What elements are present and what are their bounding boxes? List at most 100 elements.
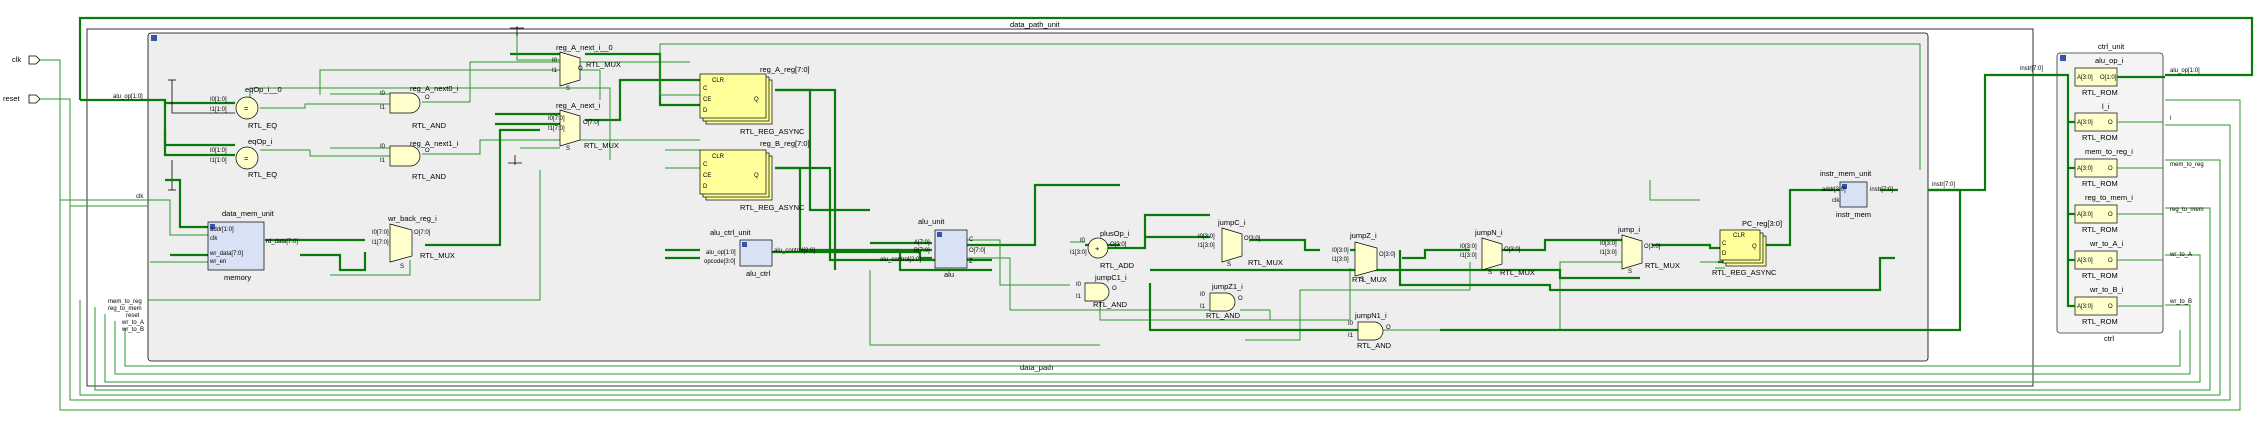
alu-unit-name: alu_unit bbox=[918, 217, 945, 226]
reg-a-next-i-0-type: RTL_MUX bbox=[586, 60, 621, 69]
ctrl-unit-handle[interactable] bbox=[2060, 55, 2066, 61]
pc-reg-d: D bbox=[1722, 251, 1727, 257]
cell-reg-b-reg[interactable]: reg_B_reg[7:0] CLR C CE D Q RTL_REG_ASYN… bbox=[699, 139, 810, 212]
alu-op-i-type: RTL_ROM bbox=[2082, 88, 2118, 97]
data-mem-unit-type: memory bbox=[224, 273, 251, 282]
cell-reg-a-next-i[interactable]: reg_A_next_i I0[7:0] I1[7:0] O[7:0] S RT… bbox=[548, 101, 619, 152]
reg-a-next1-i-name: reg_A_next1_i bbox=[410, 139, 459, 148]
cell-jumpn1-i[interactable]: jumpN1_i I0 I1 O RTL_AND bbox=[1348, 311, 1392, 350]
alu-unit-type: alu bbox=[944, 270, 954, 279]
cell-data-mem-unit[interactable]: data_mem_unit addr[1:0] clk wr_data[7:0]… bbox=[207, 209, 298, 282]
cell-reg-a-next-i-0[interactable]: reg_A_next_i__0 I0 I1 O S RTL_MUX bbox=[552, 43, 621, 92]
instr-mem-unit-instr: instr[7:0] bbox=[1870, 187, 1893, 193]
reg-b-reg-clr: CLR bbox=[712, 154, 725, 160]
pc-reg-name: PC_reg[3:0] bbox=[1742, 219, 1782, 228]
cell-l-i[interactable]: l_i A[3:0] O RTL_ROM bbox=[2074, 102, 2118, 142]
cell-reg-to-mem-i[interactable]: reg_to_mem_i A[3:0] O RTL_ROM bbox=[2074, 193, 2133, 234]
cell-jumpc-i[interactable]: jumpC_i I0[3:0] I1[3:0] O[3:0] S RTL_MUX bbox=[1198, 218, 1283, 268]
data-path-block[interactable] bbox=[147, 32, 1929, 362]
reg-b-reg-ce: CE bbox=[703, 173, 711, 179]
alu-op-i-o: O[1:0] bbox=[2100, 75, 2117, 81]
jumpc1-i-o: O bbox=[1112, 286, 1117, 292]
wr-back-reg-i-i0: I0[7:0] bbox=[372, 230, 389, 236]
cell-jumpz1-i[interactable]: jumpZ1_i I0 I1 O RTL_AND bbox=[1200, 282, 1243, 320]
jumpz-i-o: O[3:0] bbox=[1379, 252, 1396, 258]
mem-to-reg-i-a: A[3:0] bbox=[2077, 166, 2093, 172]
net-wr-to-a: wr_to_A bbox=[121, 320, 144, 326]
net-instr-in: instr[7:0] bbox=[1932, 182, 1955, 188]
eqop-i-0-name: eqOp_i__0 bbox=[245, 85, 282, 94]
wr-back-reg-i-type: RTL_MUX bbox=[420, 251, 455, 260]
wr-to-b-i-type: RTL_ROM bbox=[2082, 317, 2118, 326]
cell-jumpn-i[interactable]: jumpN_i I0[3:0] I1[3:0] O[3:0] S RTL_MUX bbox=[1460, 228, 1535, 277]
instr-mem-unit-name: instr_mem_unit bbox=[1820, 169, 1872, 178]
reg-b-reg-c: C bbox=[703, 162, 708, 168]
cell-jumpc1-i[interactable]: jumpC1_i I0 I1 O RTL_AND bbox=[1076, 273, 1128, 309]
reg-a-next0-i-i1: I1 bbox=[380, 105, 386, 111]
data-path-block-handle[interactable] bbox=[151, 35, 157, 41]
cell-alu-ctrl-unit[interactable]: alu_ctrl_unit alu_op[1:0] opcode[3:0] al… bbox=[704, 228, 815, 278]
alu-ctrl-unit-type: alu_ctrl bbox=[746, 269, 771, 278]
data-mem-unit-addr: addr[1:0] bbox=[210, 227, 234, 233]
reg-a-next-i-name: reg_A_next_i bbox=[556, 101, 601, 110]
alu-op-i-name: alu_op_i bbox=[2095, 56, 2124, 65]
cell-mem-to-reg-i[interactable]: mem_to_reg_i A[3:0] O RTL_ROM bbox=[2074, 147, 2133, 188]
mem-to-reg-i-o: O bbox=[2108, 166, 2113, 172]
data-path-unit-frame[interactable] bbox=[86, 28, 2034, 387]
data-mem-unit-rd-data: rd_data[7:0] bbox=[266, 239, 298, 245]
cell-jumpz-i[interactable]: jumpZ_i I0[3:0] I1[3:0] O[3:0] S RTL_MUX bbox=[1332, 231, 1396, 284]
cell-jump-i[interactable]: jump_i I0[3:0] I1[3:0] O[3:0] S RTL_MUX bbox=[1600, 225, 1680, 275]
jumpz-i-type: RTL_MUX bbox=[1352, 275, 1387, 284]
alu-op-i-a: A[3:0] bbox=[2077, 75, 2093, 81]
wires bbox=[40, 16, 2254, 411]
reg-a-next-i-0-s: S bbox=[566, 86, 570, 92]
reset-port[interactable]: reset bbox=[3, 94, 41, 104]
jumpz1-i-i1: I1 bbox=[1200, 304, 1206, 310]
data-mem-unit-wr-en: wr_en bbox=[209, 259, 226, 265]
eqop-i-0-type: RTL_EQ bbox=[248, 121, 277, 130]
cell-alu-unit[interactable]: alu_unit A[7:0] B[7:0] alu_control[2:0] … bbox=[880, 217, 986, 279]
reg-a-next-i-0-i0: I0 bbox=[552, 58, 558, 64]
alu-unit-alu-control: alu_control[2:0] bbox=[880, 257, 921, 263]
jumpn-i-i1: I1[3:0] bbox=[1460, 253, 1477, 259]
cell-reg-a-reg[interactable]: reg_A_reg[7:0] CLR C CE D Q RTL_REG_ASYN… bbox=[699, 65, 810, 136]
reg-a-next1-i-i0: I0 bbox=[380, 144, 386, 150]
eqop-i-op: = bbox=[244, 154, 249, 163]
clk-port[interactable]: clk bbox=[12, 55, 41, 65]
jumpc1-i-type: RTL_AND bbox=[1093, 300, 1128, 309]
net-alu-op-out: alu_op[1:0] bbox=[2170, 68, 2200, 74]
reg-a-next1-i-type: RTL_AND bbox=[412, 172, 447, 181]
wr-back-reg-i-name: wr_back_reg_i bbox=[387, 214, 437, 223]
cell-plusop-i[interactable]: plusOp_i + I0 I1[3:0] O[3:0] RTL_ADD bbox=[1070, 229, 1135, 270]
net-clk: clk bbox=[136, 194, 144, 200]
reg-a-next0-i-i0: I0 bbox=[380, 91, 386, 97]
cell-eqop-i-0[interactable]: eqOp_i__0 = I0[1:0] I1[1:0] RTL_EQ bbox=[210, 85, 282, 130]
net-mem-to-reg-out: mem_to_reg bbox=[2170, 162, 2204, 168]
jumpz1-i-name: jumpZ1_i bbox=[1211, 282, 1243, 291]
ctrl-unit-title: ctrl_unit bbox=[2098, 42, 2125, 51]
cell-pc-reg[interactable]: PC_reg[3:0] CLR C D Q RTL_REG_ASYNC bbox=[1712, 219, 1782, 277]
wr-to-a-i-type: RTL_ROM bbox=[2082, 271, 2118, 280]
net-reg-to-mem: reg_to_mem bbox=[108, 306, 142, 312]
jump-i-i1: I1[3:0] bbox=[1600, 250, 1617, 256]
cell-eqop-i[interactable]: eqOp_i = I0[1:0] I1[1:0] RTL_EQ bbox=[210, 137, 277, 179]
reg-a-next0-i-o: O bbox=[425, 95, 430, 101]
ctrl-title: ctrl bbox=[2104, 334, 2114, 343]
cell-wr-back-reg-i[interactable]: wr_back_reg_i I0[7:0] I1[7:0] O[7:0] S R… bbox=[372, 214, 455, 270]
reg-to-mem-i-o: O bbox=[2108, 212, 2113, 218]
cell-alu-op-i[interactable]: alu_op_i A[3:0] O[1:0] RTL_ROM bbox=[2074, 56, 2124, 97]
cell-wr-to-b-i[interactable]: wr_to_B_i A[3:0] O RTL_ROM bbox=[2074, 285, 2124, 326]
cell-reg-a-next1-i[interactable]: reg_A_next1_i I0 I1 O RTL_AND bbox=[380, 139, 459, 181]
reg-a-next-i-0-name: reg_A_next_i__0 bbox=[556, 43, 613, 52]
wr-to-b-i-name: wr_to_B_i bbox=[2089, 285, 2124, 294]
jump-i-o: O[3:0] bbox=[1644, 244, 1661, 250]
reg-a-next-i-s: S bbox=[566, 146, 570, 152]
mem-to-reg-i-name: mem_to_reg_i bbox=[2085, 147, 2133, 156]
cell-instr-mem-unit[interactable]: instr_mem_unit addr[3:0] clk instr[7:0] … bbox=[1820, 169, 1893, 219]
reg-a-reg-type: RTL_REG_ASYNC bbox=[740, 127, 805, 136]
alu-ctrl-unit-name: alu_ctrl_unit bbox=[710, 228, 751, 237]
wr-to-a-i-name: wr_to_A_i bbox=[2089, 239, 2124, 248]
cell-reg-a-next0-i[interactable]: reg_A_next0_i I0 I1 O RTL_AND bbox=[380, 84, 459, 130]
net-instr-out: instr[7:0] bbox=[2020, 66, 2043, 72]
